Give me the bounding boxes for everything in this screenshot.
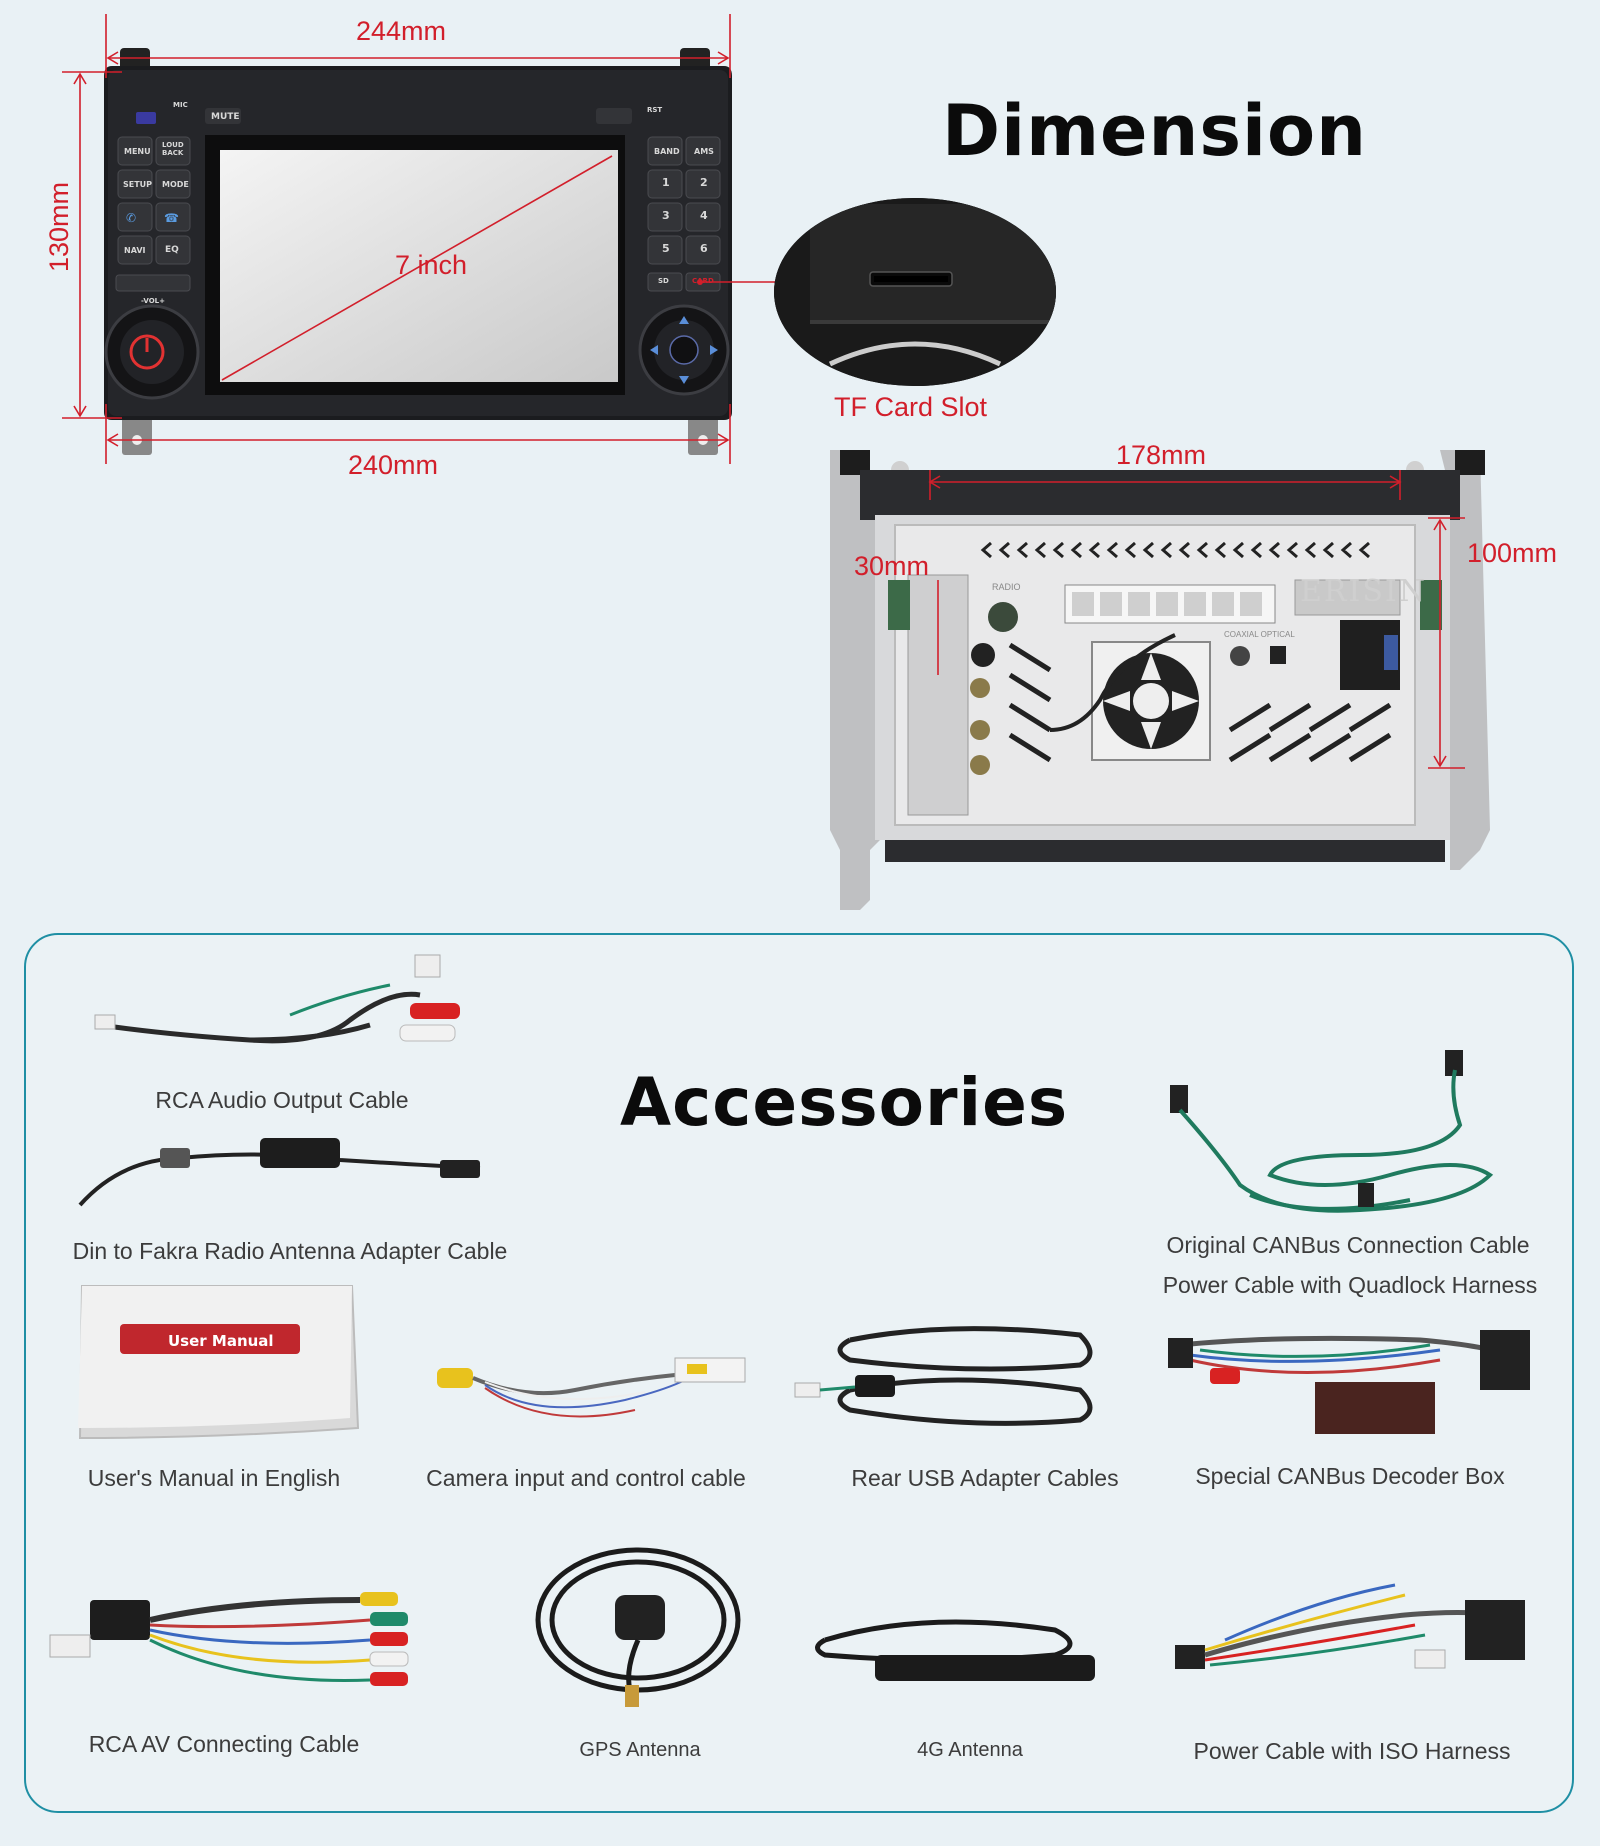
width-top-label: 244mm bbox=[356, 16, 447, 46]
iso-harness-image bbox=[1175, 1583, 1525, 1669]
accessory-label: 4G Antenna bbox=[917, 1739, 1023, 1761]
gps-antenna-image bbox=[535, 1547, 741, 1707]
rca-audio-cable-image bbox=[94, 954, 460, 1044]
fakra-adapter-cable-image bbox=[78, 1138, 481, 1207]
accessory-label: User's Manual in English bbox=[87, 1465, 341, 1491]
preset-2-button[interactable]: 2 bbox=[700, 176, 708, 189]
camera-cable-image bbox=[437, 1357, 746, 1418]
preset-3-button[interactable]: 3 bbox=[662, 209, 670, 222]
tf-card-slot-zoom bbox=[774, 198, 1056, 386]
mic-label: MIC bbox=[173, 101, 188, 109]
phone-hangup-icon[interactable]: ☎ bbox=[164, 211, 179, 225]
accessory-label: Original CANBus Connection Cable bbox=[1166, 1232, 1530, 1258]
back-width-label: 178mm bbox=[1116, 440, 1207, 470]
ams-button[interactable]: AMS bbox=[694, 147, 714, 156]
mode-button[interactable]: MODE bbox=[162, 180, 189, 189]
card-label: CARD bbox=[692, 277, 714, 285]
4g-antenna-image bbox=[815, 1619, 1095, 1681]
panel-labels: MIC MUTE RST MENU LOUD BACK SETUP MODE ✆… bbox=[0, 0, 780, 480]
dimension-title: Dimension bbox=[942, 90, 1367, 172]
manual-cover-text: User Manual bbox=[168, 1332, 274, 1350]
band-button[interactable]: BAND bbox=[654, 147, 680, 156]
user-manual-image bbox=[78, 1285, 360, 1440]
accessories-title: Accessories bbox=[620, 1064, 1069, 1141]
sd-label: SD bbox=[658, 277, 669, 285]
accessory-label: RCA Audio Output Cable bbox=[155, 1087, 409, 1113]
height-label: 130mm bbox=[44, 181, 74, 272]
preset-5-button[interactable]: 5 bbox=[662, 242, 670, 255]
navi-button[interactable]: NAVI bbox=[124, 246, 146, 255]
canbus-cable-image bbox=[1170, 1050, 1494, 1213]
accessory-label: Din to Fakra Radio Antenna Adapter Cable bbox=[72, 1238, 508, 1264]
rca-av-cable-image bbox=[49, 1592, 409, 1686]
loud-back-button[interactable]: LOUD BACK bbox=[162, 141, 184, 157]
screen-size-label: 7 inch bbox=[395, 250, 468, 280]
accessory-label: Power Cable with ISO Harness bbox=[1193, 1738, 1511, 1764]
eq-button[interactable]: EQ bbox=[165, 245, 179, 255]
preset-6-button[interactable]: 6 bbox=[700, 242, 708, 255]
preset-4-button[interactable]: 4 bbox=[700, 209, 708, 222]
accessory-label: Rear USB Adapter Cables bbox=[851, 1465, 1119, 1491]
rst-label: RST bbox=[647, 106, 663, 114]
back-height-label: 100mm bbox=[1467, 538, 1558, 568]
back-unit-illustration bbox=[830, 450, 1490, 910]
front-unit-illustration bbox=[62, 14, 780, 464]
menu-button[interactable]: MENU bbox=[124, 147, 151, 156]
radio-port-label: RADIO bbox=[992, 582, 1021, 592]
brand-mark: ERISIN bbox=[1300, 574, 1427, 609]
mute-button[interactable]: MUTE bbox=[211, 112, 240, 122]
coaxial-port-label: COAXIAL OPTICAL bbox=[1224, 630, 1295, 639]
accessory-label: Special CANBus Decoder Box bbox=[1195, 1463, 1505, 1489]
rear-usb-cable-image bbox=[794, 1326, 1093, 1426]
accessory-label: Camera input and control cable bbox=[426, 1465, 746, 1491]
accessory-label: GPS Antenna bbox=[579, 1739, 701, 1761]
canbus-decoder-image bbox=[1168, 1330, 1530, 1434]
preset-1-button[interactable]: 1 bbox=[662, 176, 670, 189]
accessory-label: Power Cable with Quadlock Harness bbox=[1162, 1272, 1538, 1298]
accessory-label: RCA AV Connecting Cable bbox=[88, 1731, 360, 1757]
back-depth-label: 30mm bbox=[854, 551, 930, 581]
phone-answer-icon[interactable]: ✆ bbox=[126, 211, 137, 225]
vol-label: -VOL+ bbox=[141, 297, 165, 305]
width-bottom-label: 240mm bbox=[348, 450, 439, 480]
setup-button[interactable]: SETUP bbox=[123, 180, 153, 189]
tf-card-slot-label: TF Card Slot bbox=[834, 392, 988, 422]
